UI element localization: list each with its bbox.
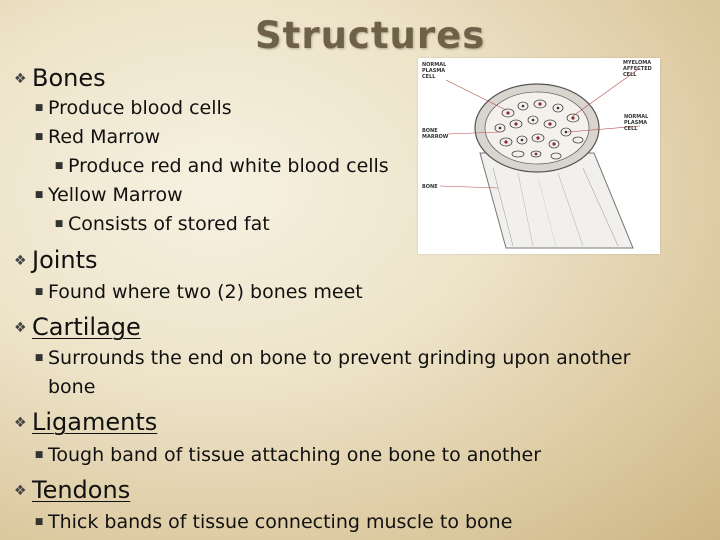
bullet-icon: ❖ xyxy=(14,320,27,336)
bullet-icon: ■ xyxy=(54,219,64,229)
heading-joints-label: Joints xyxy=(32,246,98,274)
list-item: ■Surrounds the end on bone to prevent gr… xyxy=(30,347,631,369)
bullet-icon: ❖ xyxy=(14,415,27,431)
heading-cartilage: ❖ Cartilage xyxy=(14,313,141,341)
bullet-icon: ■ xyxy=(34,103,44,113)
bullet-icon: ■ xyxy=(34,353,44,363)
bullet-icon: ■ xyxy=(54,161,64,171)
heading-joints: ❖ Joints xyxy=(14,246,98,274)
list-item: ■Consists of stored fat xyxy=(50,213,270,235)
heading-bones-label: Bones xyxy=(32,64,106,92)
bullet-icon: ■ xyxy=(34,190,44,200)
heading-ligaments: ❖ Ligaments xyxy=(14,408,157,436)
bone-marrow-diagram: NORMAL PLASMA CELL MYELOMA AFFECTED CELL… xyxy=(418,58,660,254)
list-item: ■Produce blood cells xyxy=(30,97,232,119)
heading-bones: ❖ Bones xyxy=(14,64,106,92)
label-normal-plasma-cell-top: NORMAL PLASMA CELL xyxy=(422,62,447,80)
list-item-continuation: bone xyxy=(48,376,96,398)
bullet-icon: ❖ xyxy=(14,483,27,499)
list-item: ■Found where two (2) bones meet xyxy=(30,281,363,303)
list-item: ■Tough band of tissue attaching one bone… xyxy=(30,444,541,466)
heading-cartilage-label: Cartilage xyxy=(32,313,141,341)
list-item: ■Red Marrow xyxy=(30,126,160,148)
heading-ligaments-label: Ligaments xyxy=(32,408,158,436)
label-normal-plasma-cell-right: NORMAL PLASMA CELL xyxy=(624,114,649,132)
label-bone-marrow: BONE MARROW xyxy=(422,128,449,140)
bullet-icon: ■ xyxy=(34,287,44,297)
list-item: ■Yellow Marrow xyxy=(30,184,183,206)
bullet-icon: ■ xyxy=(34,517,44,527)
list-item: ■Produce red and white blood cells xyxy=(50,155,389,177)
label-myeloma-affected-cell: MYELOMA AFFECTED CELL xyxy=(623,60,652,78)
label-bone: BONE xyxy=(422,184,438,190)
heading-tendons-label: Tendons xyxy=(32,476,131,504)
heading-tendons: ❖ Tendons xyxy=(14,476,130,504)
list-item: ■Thick bands of tissue connecting muscle… xyxy=(30,511,513,533)
bone-cross-section-illustration xyxy=(439,67,641,249)
bullet-icon: ■ xyxy=(34,132,44,142)
slide-title: Structures xyxy=(255,14,486,57)
bullet-icon: ❖ xyxy=(14,253,27,269)
bullet-icon: ❖ xyxy=(14,71,27,87)
bullet-icon: ■ xyxy=(34,450,44,460)
